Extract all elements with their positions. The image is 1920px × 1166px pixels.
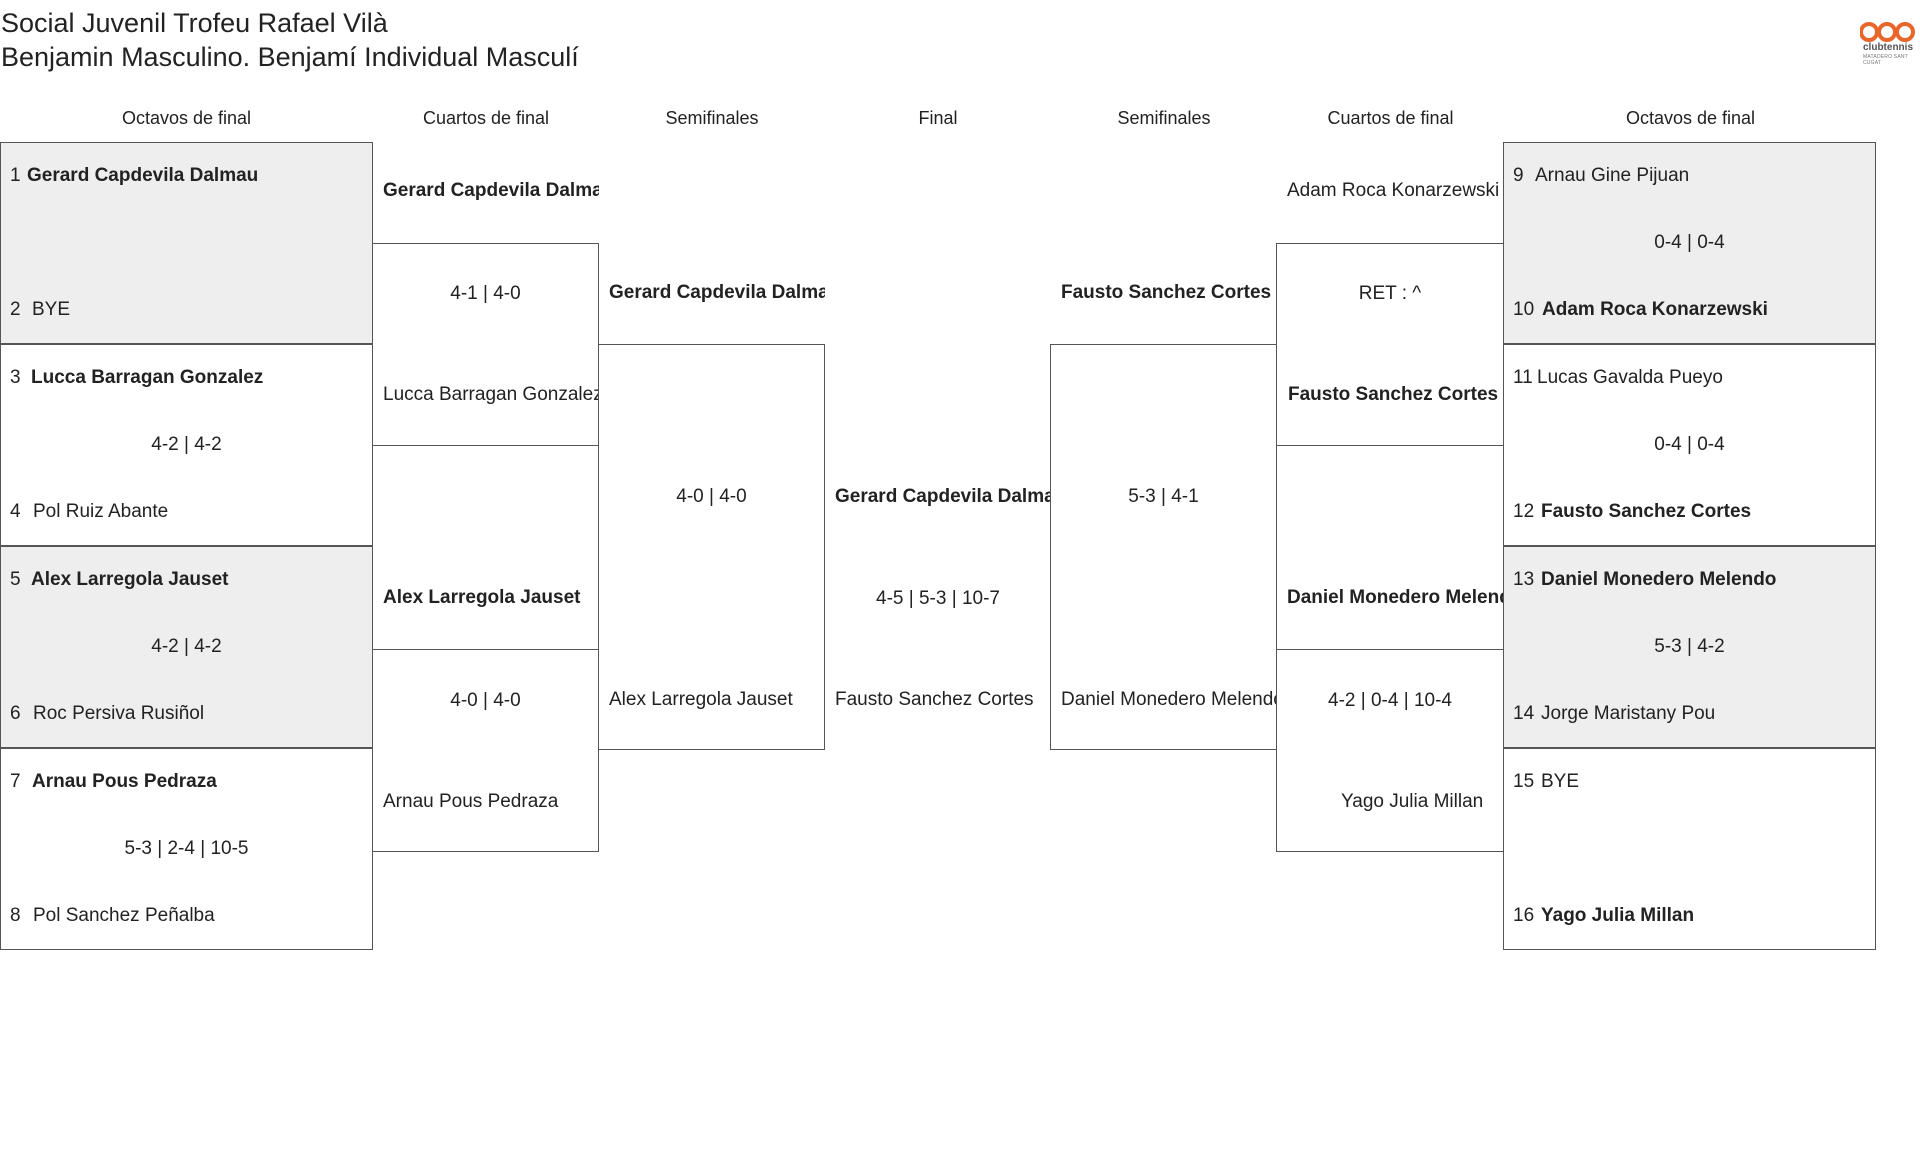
match-box-right-r16-2 xyxy=(1503,344,1876,546)
seed-number: 14 xyxy=(1513,703,1535,724)
player-name[interactable]: Arnau Pous Pedraza xyxy=(32,771,217,792)
match-box-left-sf xyxy=(598,344,825,750)
seed-number: 9 xyxy=(1513,165,1524,186)
player-name[interactable]: Fausto Sanchez Cortes xyxy=(1061,282,1272,303)
match-box-left-r16-3 xyxy=(0,546,373,748)
seed-number: 15 xyxy=(1513,771,1535,792)
player-name[interactable]: Roc Persiva Rusiñol xyxy=(33,703,205,724)
match-score: 0-4 | 0-4 xyxy=(1654,232,1725,253)
match-box-left-qf-2 xyxy=(372,649,599,852)
match-box-left-r16-1 xyxy=(0,142,373,344)
match-score: RET : ^ xyxy=(1358,283,1422,304)
player-name[interactable]: Jorge Maristany Pou xyxy=(1541,703,1716,724)
champion-name[interactable]: Gerard Capdevila Dalmau xyxy=(835,486,1051,507)
round-header-right-r16: Octavos de final xyxy=(1625,108,1756,128)
round-header-left-sf: Semifinales xyxy=(665,108,759,128)
player-name[interactable]: Lucas Gavalda Pueyo xyxy=(1537,367,1723,388)
player-name[interactable]: Alex Larregola Jauset xyxy=(609,689,793,710)
round-header-right-qf: Cuartos de final xyxy=(1327,108,1454,128)
seed-number: 1 xyxy=(10,165,21,186)
seed-number: 11 xyxy=(1513,367,1533,388)
match-box-left-r16-2 xyxy=(0,344,373,546)
player-name[interactable]: BYE xyxy=(32,299,71,320)
player-name[interactable]: Arnau Gine Pijuan xyxy=(1535,165,1690,186)
player-name[interactable]: Fausto Sanchez Cortes xyxy=(835,689,1034,710)
seed-number: 6 xyxy=(10,703,21,724)
player-name[interactable]: Lucca Barragan Gonzalez xyxy=(383,384,599,405)
match-score: 4-2 | 4-2 xyxy=(151,636,222,657)
player-name[interactable]: Alex Larregola Jauset xyxy=(31,569,229,590)
seed-number: 16 xyxy=(1513,905,1535,926)
player-name[interactable]: Gerard Capdevila Dalmau xyxy=(27,165,259,186)
player-name[interactable]: Fausto Sanchez Cortes xyxy=(1541,501,1752,522)
seed-number: 8 xyxy=(10,905,21,926)
player-name[interactable]: Daniel Monedero Melendo xyxy=(1287,587,1504,608)
round-header-right-sf: Semifinales xyxy=(1117,108,1211,128)
match-box-right-r16-3 xyxy=(1503,546,1876,748)
match-score: 5-3 | 4-1 xyxy=(1128,486,1199,507)
logo-subtext: MATADERO SANT CUGAT xyxy=(1863,54,1908,66)
player-name[interactable]: Yago Julia Millan xyxy=(1341,791,1484,812)
player-name[interactable]: Arnau Pous Pedraza xyxy=(383,791,559,812)
match-score: 0-4 | 0-4 xyxy=(1654,434,1725,455)
round-header-left-r16: Octavos de final xyxy=(121,108,252,128)
round-header-final: Final xyxy=(918,108,958,128)
match-box-right-qf-1 xyxy=(1276,243,1504,446)
seed-number: 4 xyxy=(10,501,21,522)
player-name[interactable]: Fausto Sanchez Cortes xyxy=(1288,384,1499,405)
seed-number: 13 xyxy=(1513,569,1535,590)
seed-number: 7 xyxy=(10,771,21,792)
player-name[interactable]: Adam Roca Konarzewski xyxy=(1542,299,1768,320)
tournament-title: Social Juvenil Trofeu Rafael Vilà xyxy=(1,8,388,38)
player-name[interactable]: Daniel Monedero Melendo xyxy=(1541,569,1777,590)
player-name[interactable]: Yago Julia Millan xyxy=(1541,905,1695,926)
match-score: 4-0 | 4-0 xyxy=(676,486,747,507)
match-score: 5-3 | 2-4 | 10-5 xyxy=(124,838,249,859)
match-box-left-qf-1 xyxy=(372,243,599,446)
player-name[interactable]: Daniel Monedero Melendo xyxy=(1061,689,1277,710)
draw-subtitle: Benjamin Masculino. Benjamí Individual M… xyxy=(1,42,579,72)
match-box-right-r16-1 xyxy=(1503,142,1876,344)
match-box-right-sf xyxy=(1050,344,1277,750)
seed-number: 2 xyxy=(10,299,21,320)
logo-text: clubtennis xyxy=(1863,42,1914,53)
player-name[interactable]: BYE xyxy=(1541,771,1580,792)
match-box-right-qf-2 xyxy=(1276,649,1504,852)
player-name[interactable]: Adam Roca Konarzewski xyxy=(1287,180,1500,201)
match-score: 5-3 | 4-2 xyxy=(1654,636,1725,657)
match-box-right-r16-4 xyxy=(1503,748,1876,950)
match-score: 4-0 | 4-0 xyxy=(450,690,521,711)
round-header-left-qf: Cuartos de final xyxy=(422,108,550,128)
seed-number: 5 xyxy=(10,569,21,590)
player-name[interactable]: Alex Larregola Jauset xyxy=(383,587,581,608)
player-name[interactable]: Lucca Barragan Gonzalez xyxy=(31,367,264,388)
match-score: 4-2 | 4-2 xyxy=(151,434,222,455)
club-logo-icon xyxy=(1860,22,1915,42)
seed-number: 3 xyxy=(10,367,21,388)
player-name[interactable]: Gerard Capdevila Dalmau xyxy=(609,282,825,303)
player-name[interactable]: Pol Sanchez Peñalba xyxy=(33,905,215,926)
player-name[interactable]: Gerard Capdevila Dalmau xyxy=(383,180,599,201)
match-box-left-r16-4 xyxy=(0,748,373,950)
player-name[interactable]: Pol Ruiz Abante xyxy=(33,501,169,522)
seed-number: 12 xyxy=(1513,501,1535,522)
match-score: 4-1 | 4-0 xyxy=(450,283,521,304)
match-score: 4-2 | 0-4 | 10-4 xyxy=(1328,690,1452,711)
seed-number: 10 xyxy=(1513,299,1535,320)
final-score: 4-5 | 5-3 | 10-7 xyxy=(876,588,1000,609)
